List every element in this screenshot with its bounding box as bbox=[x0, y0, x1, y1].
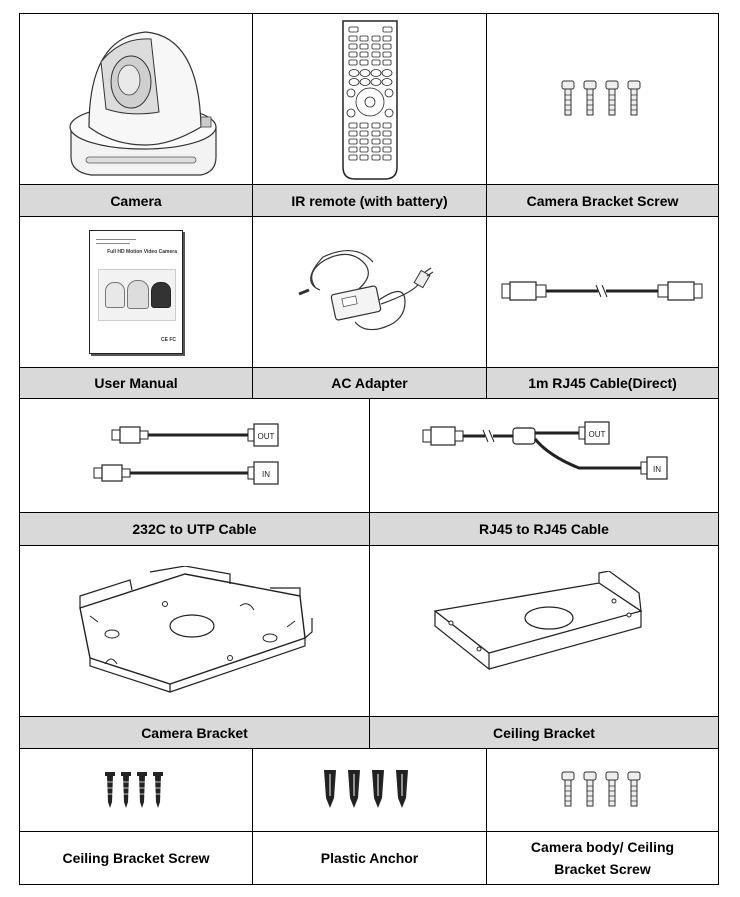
item-label: Camera Bracket Screw bbox=[487, 184, 718, 216]
rj45-cable-image bbox=[487, 217, 718, 367]
ceiling-screws-image bbox=[20, 749, 252, 831]
item-label: Ceiling Bracket bbox=[370, 716, 718, 748]
camera-bracket-image bbox=[20, 546, 369, 716]
item-ac-adapter: AC Adapter bbox=[253, 217, 487, 399]
rj45-split-cable-image: OUT IN bbox=[370, 399, 718, 512]
adapter-image bbox=[253, 217, 486, 367]
item-rj45-rj45-cable: OUT IN RJ45 to RJ45 Cable bbox=[370, 399, 718, 546]
table-row: Camera bbox=[20, 14, 718, 217]
table-row: Ceiling Bracket Screw Plastic Anchor bbox=[20, 749, 718, 884]
screws-image bbox=[487, 14, 718, 184]
232c-cable-image: OUT IN bbox=[20, 399, 369, 512]
out-tag: OUT bbox=[589, 430, 606, 439]
item-camera-bracket-screw: Camera Bracket Screw bbox=[487, 14, 718, 217]
package-contents-table: Camera bbox=[19, 13, 719, 885]
item-camera-bracket: Camera Bracket bbox=[20, 546, 370, 749]
ceiling-bracket-image bbox=[370, 546, 718, 716]
item-label: RJ45 to RJ45 Cable bbox=[370, 512, 718, 545]
item-plastic-anchor: Plastic Anchor bbox=[253, 749, 487, 884]
manual-title: Full HD Motion Video Camera bbox=[107, 249, 177, 255]
item-232c-utp-cable: OUT IN 232C to UTP Cable bbox=[20, 399, 370, 546]
item-camera-body-ceiling-bracket-screw: Camera body/ Ceiling Bracket Screw bbox=[487, 749, 718, 884]
item-label: AC Adapter bbox=[253, 367, 486, 398]
item-user-manual: Full HD Motion Video Camera CE FC User M… bbox=[20, 217, 253, 399]
item-label: Camera bbox=[20, 184, 252, 216]
in-tag: IN bbox=[262, 470, 270, 479]
table-row: Full HD Motion Video Camera CE FC User M… bbox=[20, 217, 718, 399]
item-ceiling-bracket: Ceiling Bracket bbox=[370, 546, 718, 749]
anchors-image bbox=[253, 749, 486, 831]
manual-logos: CE FC bbox=[161, 337, 176, 343]
table-row: Camera Bracket Ceiling Bracket bbox=[20, 546, 718, 749]
item-ir-remote: IR remote (with battery) bbox=[253, 14, 487, 217]
item-camera: Camera bbox=[20, 14, 253, 217]
item-label: Plastic Anchor bbox=[253, 831, 486, 884]
item-label: 232C to UTP Cable bbox=[20, 512, 369, 545]
item-label: 1m RJ45 Cable(Direct) bbox=[487, 367, 718, 398]
item-rj45-direct-cable: 1m RJ45 Cable(Direct) bbox=[487, 217, 718, 399]
camera-image bbox=[20, 14, 252, 184]
item-label: Camera body/ Ceiling Bracket Screw bbox=[487, 831, 718, 884]
manual-cover: Full HD Motion Video Camera CE FC bbox=[89, 230, 183, 354]
in-tag: IN bbox=[653, 465, 661, 474]
out-tag: OUT bbox=[257, 432, 274, 441]
item-label: Camera Bracket bbox=[20, 716, 369, 748]
remote-image bbox=[253, 14, 486, 184]
body-screws-image bbox=[487, 749, 718, 831]
item-label: IR remote (with battery) bbox=[253, 184, 486, 216]
table-row: OUT IN 232C to UTP Cable bbox=[20, 399, 718, 546]
item-ceiling-bracket-screw: Ceiling Bracket Screw bbox=[20, 749, 253, 884]
manual-image: Full HD Motion Video Camera CE FC bbox=[20, 217, 252, 367]
item-label: Ceiling Bracket Screw bbox=[20, 831, 252, 884]
item-label: User Manual bbox=[20, 367, 252, 398]
